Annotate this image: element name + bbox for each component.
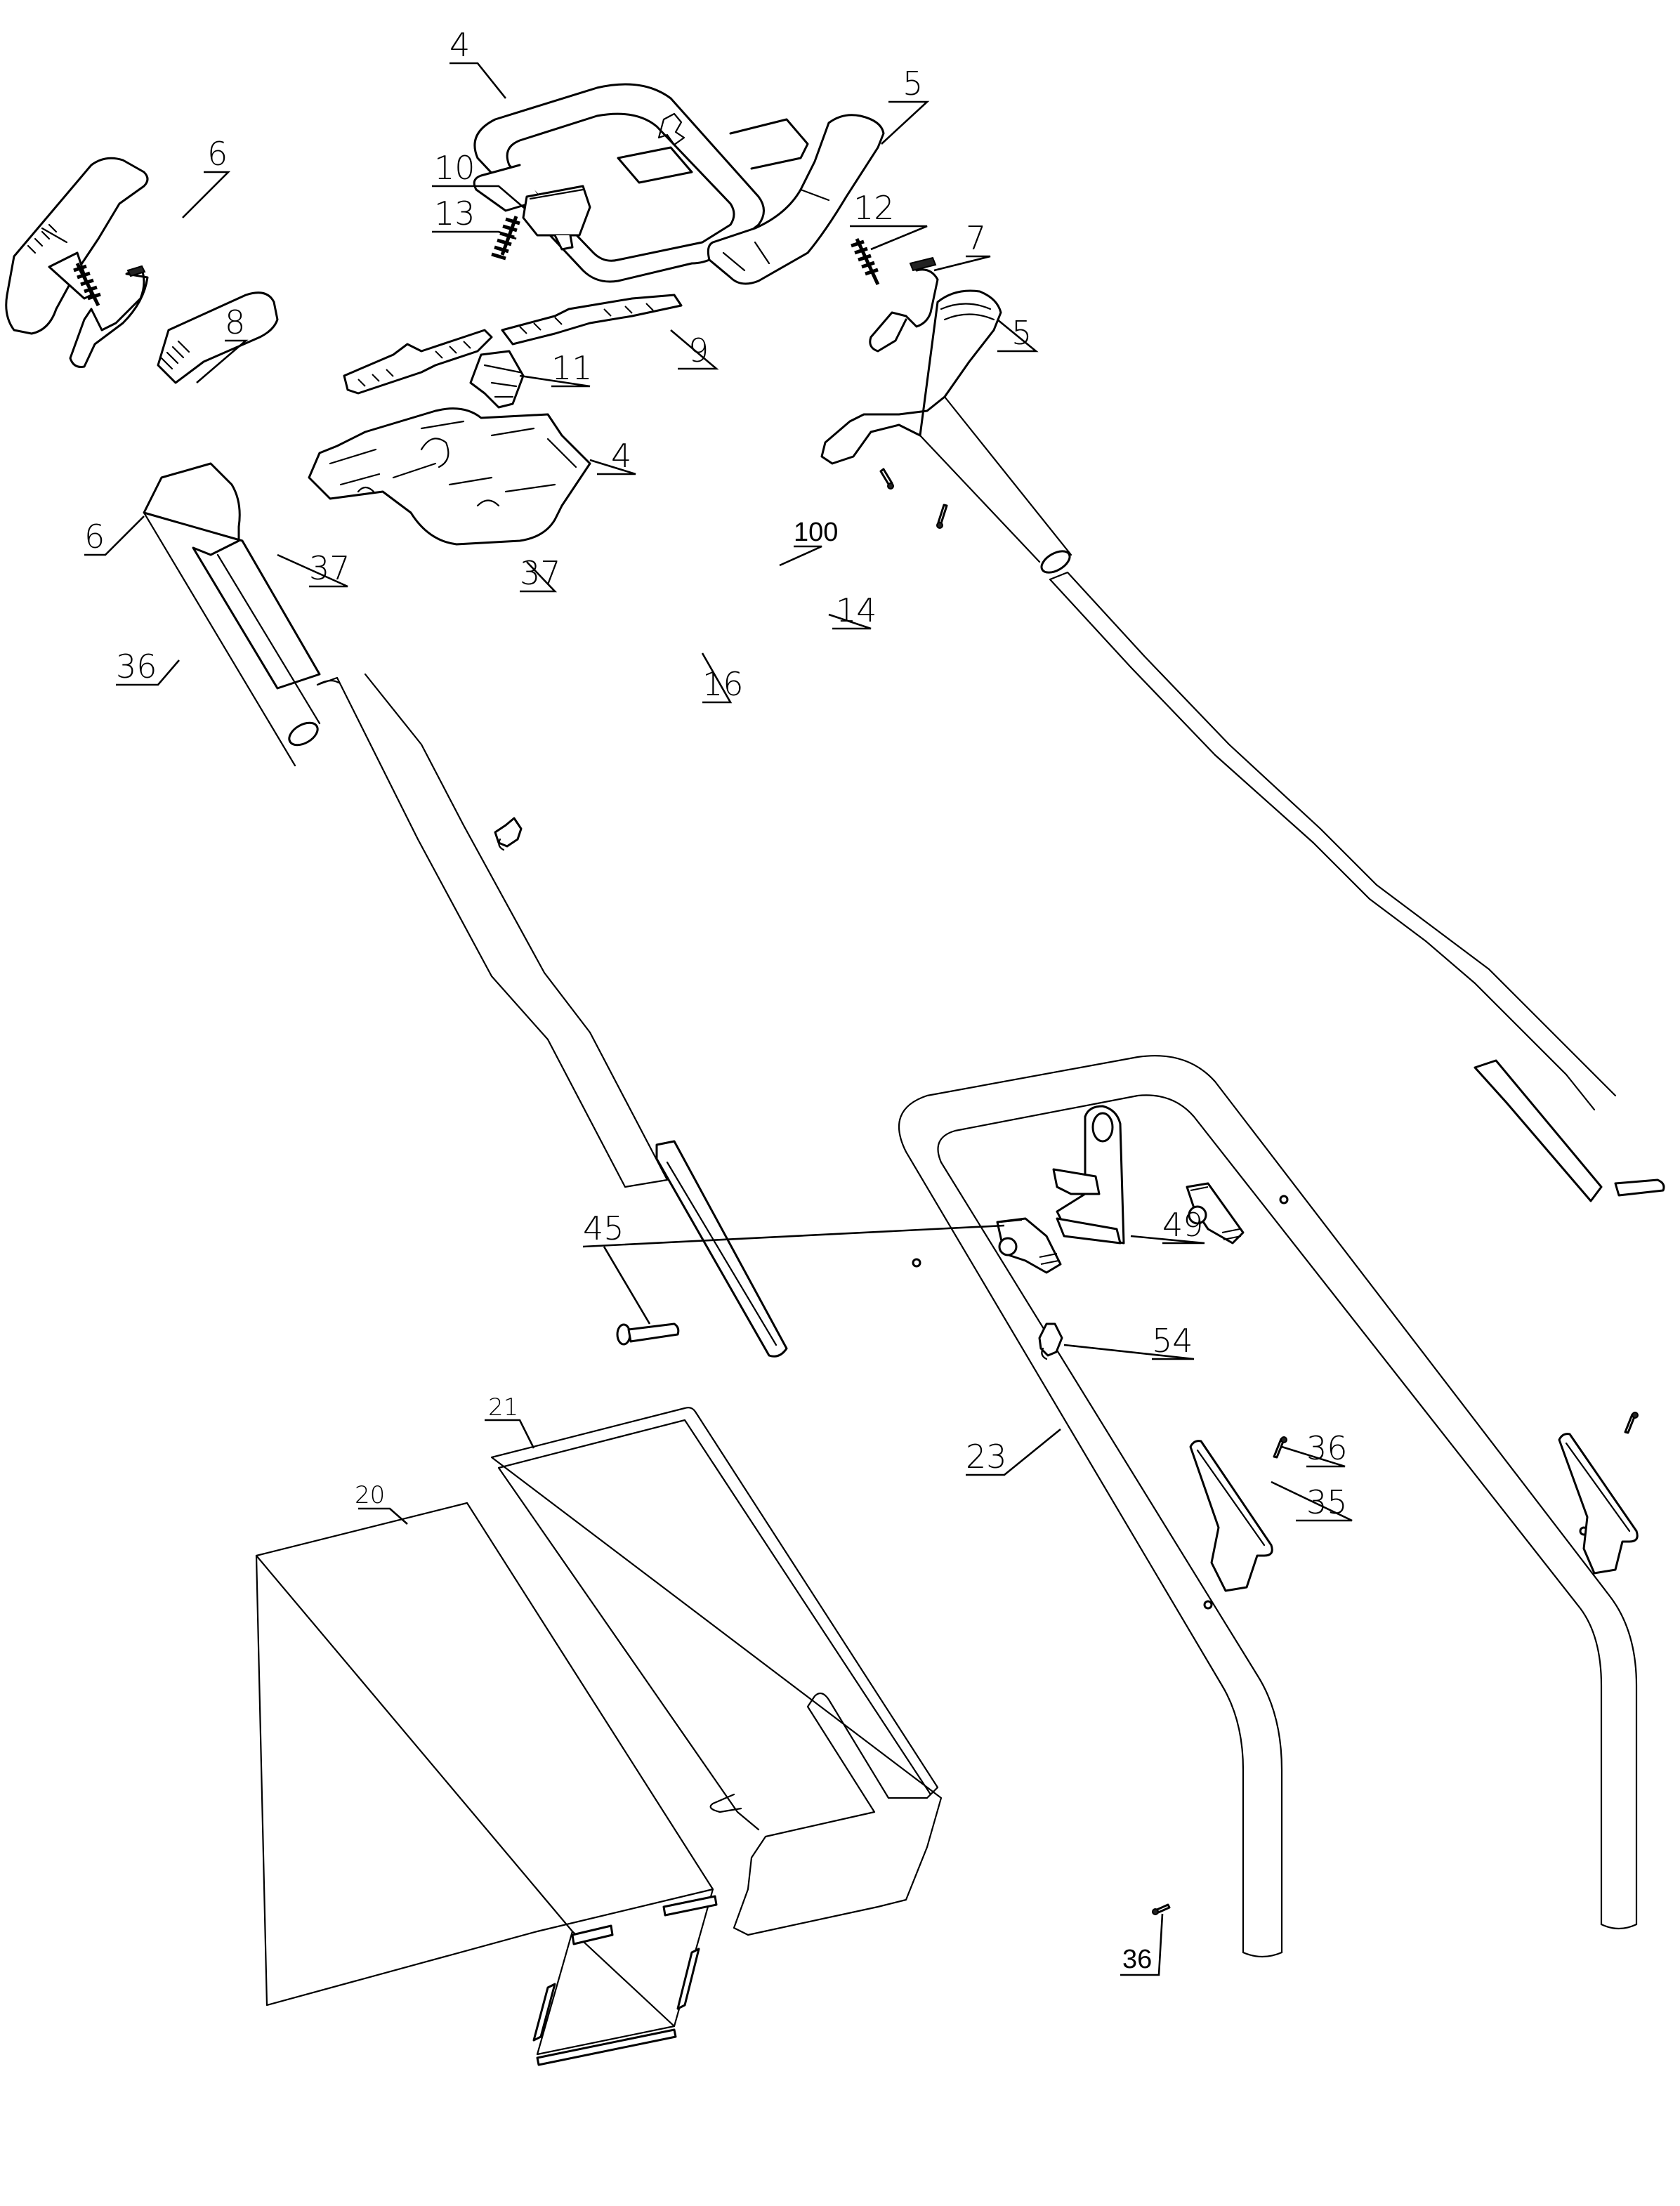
- callout-49: 49: [1162, 1206, 1204, 1244]
- left-middle-handle-part: [316, 673, 788, 1358]
- screw-head-part: [1632, 1412, 1639, 1419]
- screw-part: [937, 504, 948, 525]
- callout-11: 11: [551, 349, 593, 387]
- callout-35: 35: [1306, 1483, 1348, 1521]
- callout-6-top: 6: [207, 135, 228, 173]
- callout-37-left: 37: [309, 549, 350, 587]
- callout-54: 54: [1152, 1322, 1193, 1360]
- callout-16: 16: [702, 665, 744, 703]
- right-grip-cover-top-part: [707, 114, 885, 285]
- callout-37-right: 37: [520, 554, 561, 592]
- right-lever-part: [869, 256, 939, 353]
- screw-head-part: [1152, 1908, 1159, 1915]
- callout-12: 12: [853, 189, 895, 227]
- right-middle-handle-part: [1049, 571, 1665, 1202]
- callout-36-bottom: 36: [1122, 1945, 1152, 1974]
- callout-20: 20: [355, 1481, 385, 1509]
- callout-5-right: 5: [1011, 314, 1032, 352]
- callout-8: 8: [225, 303, 245, 341]
- callout-45: 45: [583, 1209, 624, 1247]
- screw-head-part: [1280, 1436, 1287, 1443]
- wing-knob-right-part: [1186, 1182, 1245, 1245]
- spring-12-part: [851, 237, 880, 286]
- callout-4-top: 4: [449, 26, 470, 64]
- callout-13: 13: [434, 195, 475, 232]
- spring-13-part: [491, 216, 520, 261]
- grass-bag-part: [255, 1502, 718, 2066]
- callout-36-left: 36: [116, 648, 157, 685]
- bolt-part: [616, 1322, 680, 1346]
- callout-100: 100: [794, 518, 838, 547]
- spring-left-part: [73, 262, 101, 307]
- lower-handle-part: [898, 1055, 1638, 1958]
- lock-off-button-part: [522, 185, 591, 251]
- callout-6-bottom: 6: [84, 518, 105, 556]
- screw-head-part: [936, 522, 943, 529]
- leader-lines: [84, 62, 1353, 1976]
- cable-clip-54-part: [1038, 1322, 1063, 1360]
- callout-9: 9: [688, 331, 709, 369]
- right-grip-main-part: [820, 289, 1072, 574]
- handle-clamp-right-part: [1558, 1433, 1639, 1575]
- left-grip-cover-inner-part: [157, 291, 279, 384]
- linkage-bar-left-part: [343, 329, 493, 395]
- housing-lower-part: [308, 407, 591, 546]
- callout-14: 14: [836, 591, 877, 629]
- callout-7: 7: [966, 219, 986, 257]
- callout-36-right: 36: [1306, 1429, 1348, 1467]
- callout-21: 21: [488, 1393, 518, 1422]
- left-grip-cover-outer-part: [5, 157, 149, 335]
- callout-10: 10: [434, 149, 475, 187]
- housing-upper-part: [473, 83, 809, 283]
- callout-23: 23: [966, 1438, 1007, 1476]
- linkage-bar-right-part: [501, 294, 683, 346]
- left-upper-handle-part: [143, 462, 321, 767]
- switch-part: [469, 350, 525, 409]
- handle-clamp-left-part: [1189, 1440, 1273, 1592]
- screw-head-part: [887, 482, 894, 490]
- callout-5-top: 5: [903, 65, 923, 103]
- grass-bag-frame-part: [490, 1407, 943, 1936]
- left-cable-clip-part: [494, 817, 523, 851]
- wing-knob-left-part: [996, 1217, 1062, 1274]
- callout-4-bottom: 4: [611, 437, 631, 475]
- cord-retainer-part: [1052, 1105, 1125, 1245]
- left-lever-part: [69, 265, 149, 368]
